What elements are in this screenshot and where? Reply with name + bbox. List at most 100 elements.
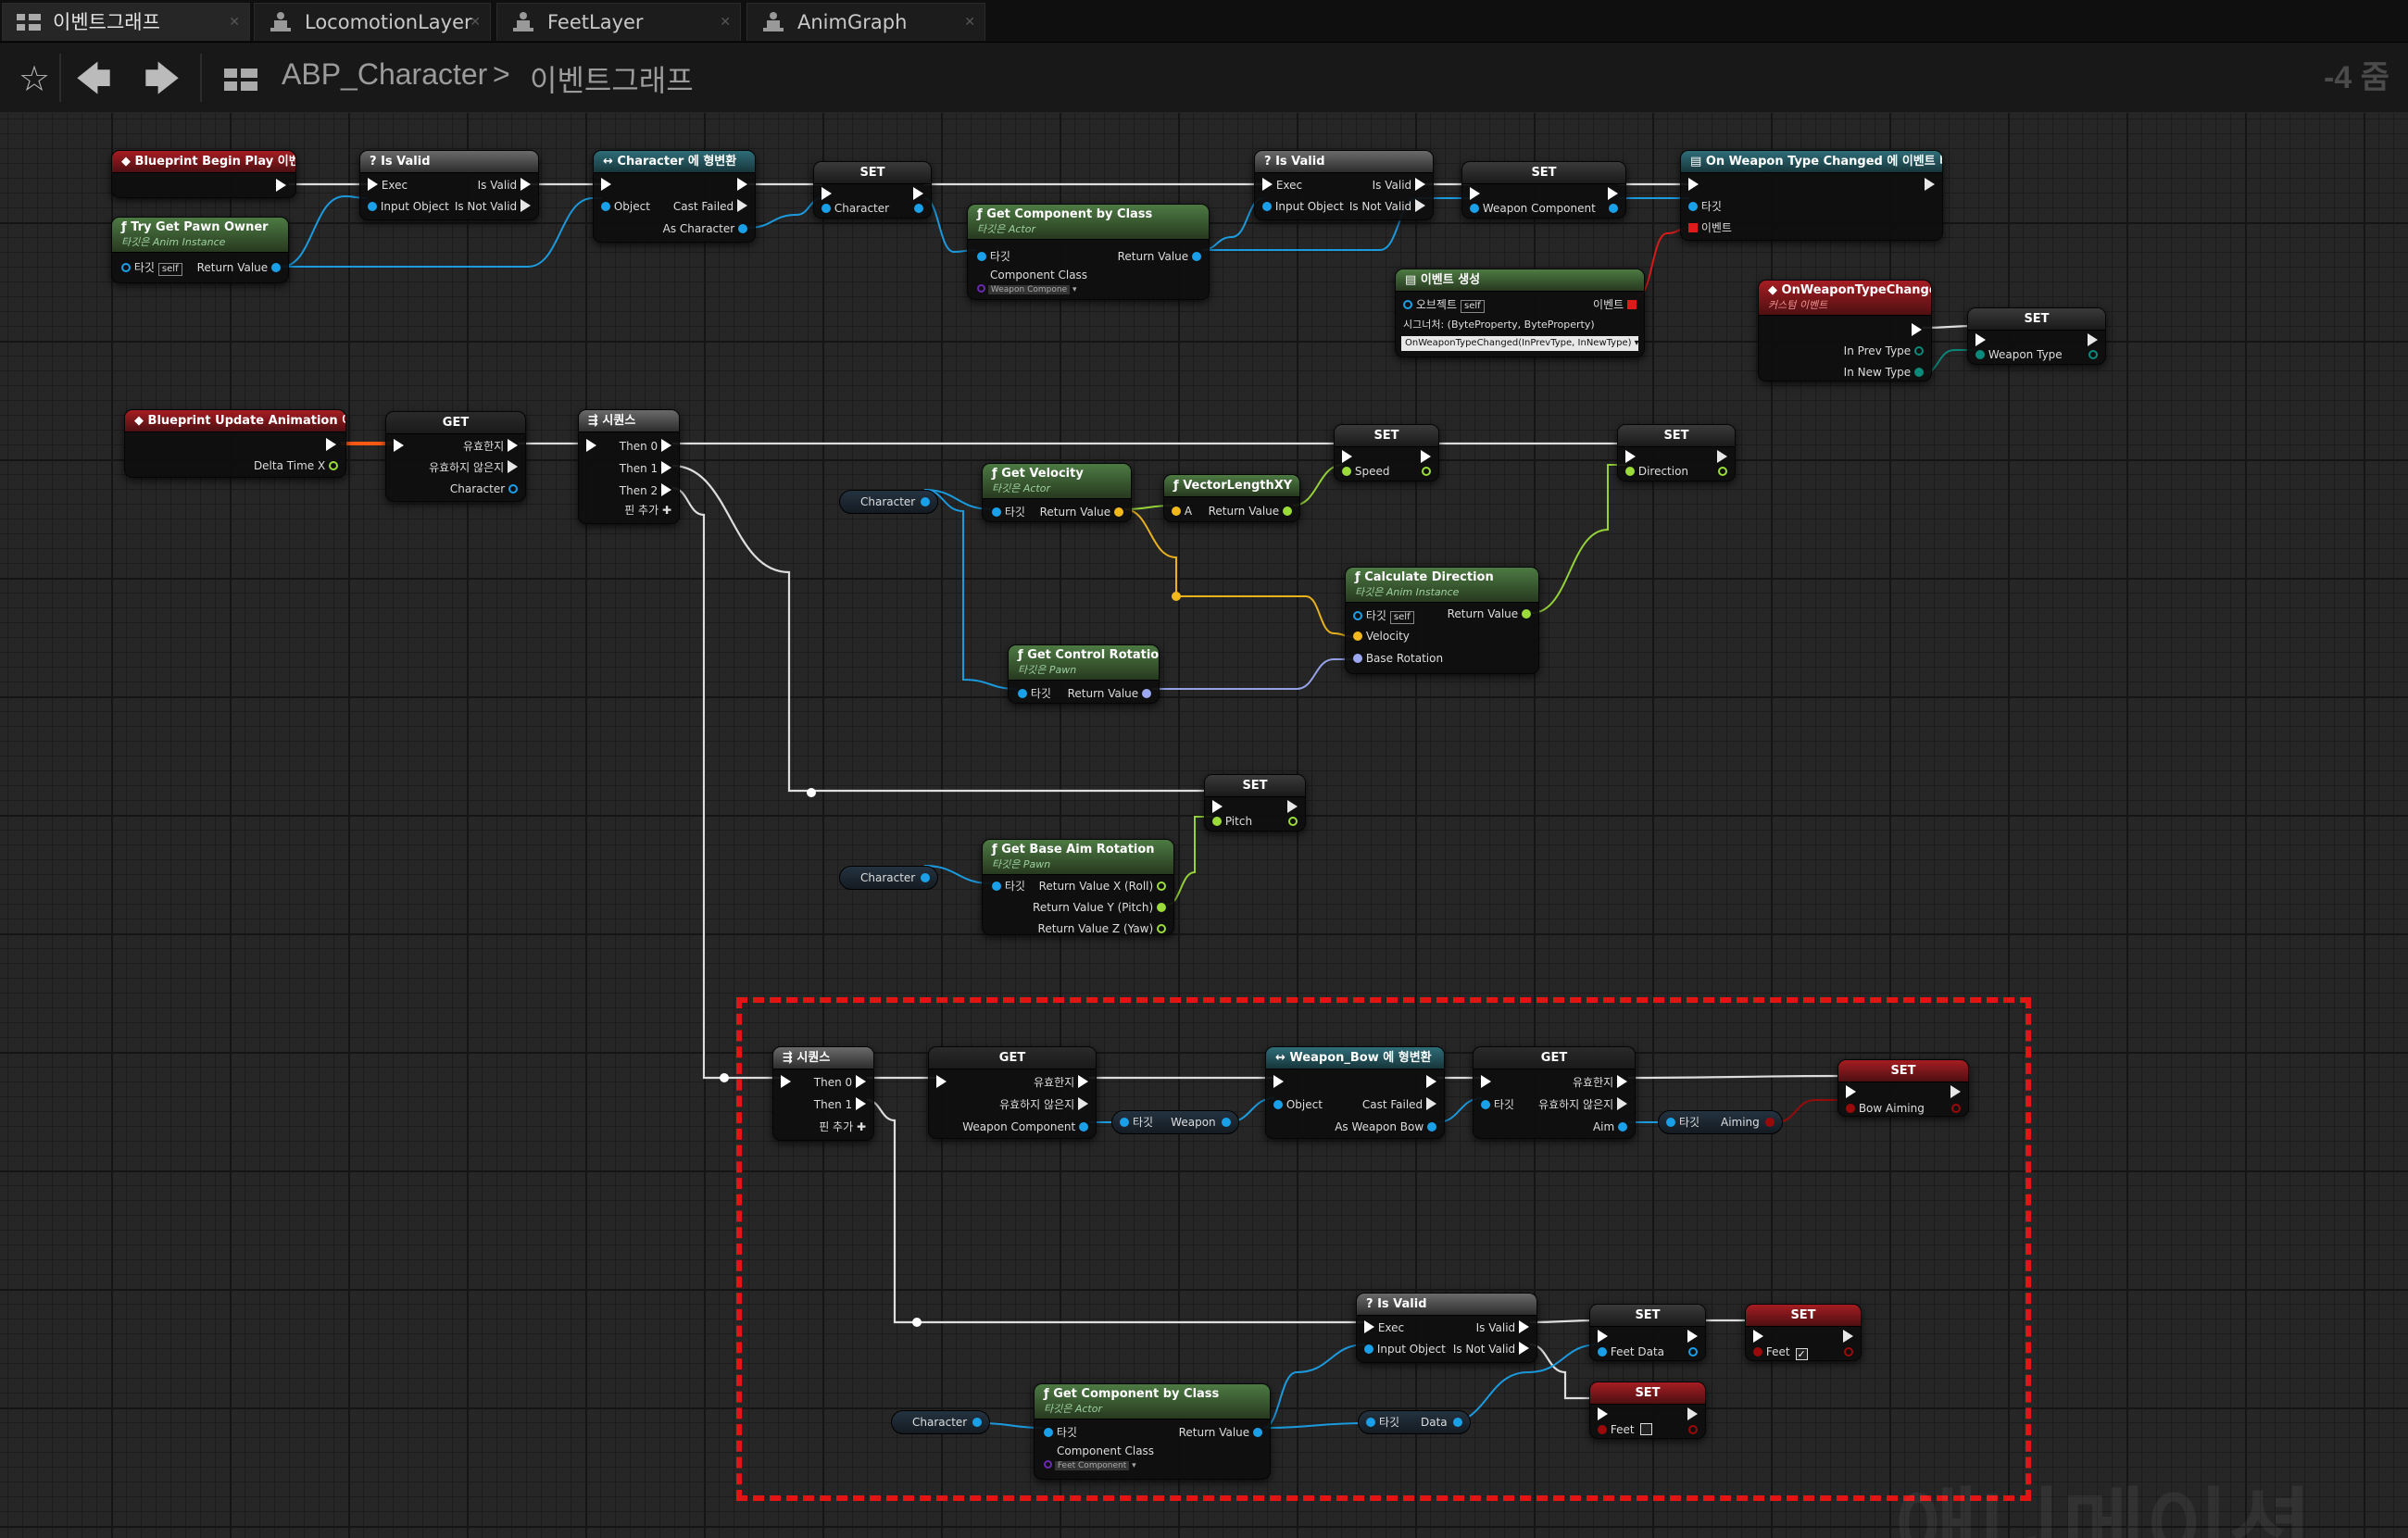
valid-pin[interactable]: 유효한지 (1573, 1075, 1627, 1090)
var-character[interactable]: Character (839, 866, 939, 890)
wire-object[interactable] (1262, 1422, 1368, 1429)
breadcrumb-root[interactable]: ABP_Character (282, 57, 488, 91)
in-new-type-pin[interactable]: In New Type (1844, 365, 1924, 380)
then-1-pin[interactable]: Then 1 (620, 461, 671, 476)
reroute-knot[interactable] (720, 1073, 729, 1082)
node-is-valid-1[interactable]: ? Is Valid Exec Input Object Is Valid Is… (359, 150, 539, 220)
exec-out-pin[interactable] (1421, 450, 1431, 465)
node-set-feet-false[interactable]: SET Feet (1589, 1382, 1706, 1439)
weapon-component-out-pin[interactable] (1609, 201, 1618, 216)
node-is-valid-3[interactable]: ? Is Valid Exec Input Object Is Valid Is… (1356, 1293, 1537, 1363)
target-pin[interactable]: 타깃 (1018, 686, 1051, 701)
feet-data-pin[interactable]: Feet Data (1598, 1344, 1664, 1359)
wire-exec[interactable] (1627, 1074, 1848, 1080)
return-pin[interactable]: Return Value (1040, 505, 1123, 519)
weapon-component-pin[interactable]: Weapon Component (962, 1119, 1088, 1134)
wire-object[interactable] (1446, 1344, 1599, 1424)
graph-canvas[interactable]: ◆ Blueprint Begin Play 이벤트 ƒ Try Get Paw… (0, 113, 2408, 1538)
exec-in-pin[interactable]: Exec (1262, 178, 1302, 193)
pitch-out-pin[interactable]: Return Value Y (Pitch) (1033, 900, 1166, 915)
exec-out-pin[interactable] (1950, 1085, 1961, 1100)
target-pin[interactable]: 타깃 (992, 505, 1025, 519)
weapon-type-out-pin[interactable] (2088, 347, 2098, 362)
close-icon[interactable]: ✕ (720, 15, 731, 30)
close-icon[interactable]: ✕ (964, 15, 975, 30)
node-update-animation[interactable]: ◆ Blueprint Update Animation 이벤트 Delta T… (124, 409, 346, 478)
cast-failed-pin[interactable]: Cast Failed (673, 199, 747, 214)
exec-out-pin[interactable] (1687, 1407, 1698, 1422)
not-valid-pin[interactable]: 유효하지 않은지 (999, 1097, 1088, 1112)
wire-object[interactable] (1201, 197, 1264, 251)
character-pin[interactable]: Character (821, 201, 889, 216)
node-set-weapon-type[interactable]: SET Weapon Type (1967, 307, 2106, 365)
component-class-select[interactable]: Feet Component ▾ (1044, 1458, 1136, 1473)
component-class-select[interactable]: Weapon Compone ▾ (977, 282, 1077, 297)
exec-in-pin[interactable] (821, 187, 832, 202)
wire-object[interactable] (923, 489, 1018, 690)
weapon-component-pin[interactable]: Weapon Component (1470, 201, 1596, 216)
target-pin[interactable]: 타깃 (992, 879, 1025, 894)
valid-pin[interactable]: 유효한지 (1034, 1075, 1088, 1090)
target-pin[interactable]: 타깃 (1688, 199, 1722, 214)
wire-float[interactable] (1531, 463, 1626, 614)
tab-locomotion-layer[interactable]: LocomotionLayer ✕ (254, 3, 491, 41)
then-1-pin[interactable]: Then 1 (814, 1097, 866, 1112)
reroute-knot[interactable] (807, 788, 816, 797)
wire-exec[interactable] (1529, 1343, 1599, 1400)
exec-out-pin[interactable] (913, 187, 923, 202)
wire-object[interactable] (1202, 197, 1471, 251)
pitch-pin[interactable]: Pitch (1212, 814, 1252, 829)
feet-checkbox-unchecked[interactable] (1639, 1423, 1652, 1435)
character-out-pin[interactable] (914, 201, 923, 216)
exec-in-pin[interactable] (1753, 1330, 1763, 1344)
not-valid-pin[interactable]: 유효하지 않은지 (429, 460, 518, 475)
exec-in-pin[interactable] (1975, 333, 1986, 348)
character-pin[interactable]: Character (450, 481, 518, 496)
exec-in-pin[interactable] (1625, 450, 1636, 465)
exec-in-pin[interactable]: Exec (1364, 1320, 1404, 1335)
feet-out-pin[interactable] (1688, 1422, 1698, 1437)
exec-in-pin[interactable] (1342, 450, 1352, 465)
exec-in-pin[interactable]: Exec (368, 178, 408, 193)
feet-data-out-pin[interactable] (1688, 1344, 1698, 1359)
tab-feet-layer[interactable]: FeetLayer ✕ (496, 3, 741, 41)
wire-exec[interactable] (866, 1098, 1365, 1324)
then-2-pin[interactable]: Then 2 (620, 483, 671, 498)
return-pin[interactable]: Return Value (197, 260, 281, 275)
node-begin-play[interactable]: ◆ Blueprint Begin Play 이벤트 (111, 150, 296, 198)
direction-pin[interactable]: Direction (1625, 464, 1688, 479)
input-object-pin[interactable]: Input Object (368, 199, 449, 214)
feet-out-pin[interactable] (1844, 1344, 1853, 1359)
wire-exec[interactable] (671, 486, 782, 1080)
tab-anim-graph[interactable]: AnimGraph ✕ (746, 3, 985, 41)
event-pin[interactable]: 이벤트 (1688, 220, 1732, 235)
exec-in-pin[interactable] (1212, 800, 1223, 815)
var-character[interactable]: Character (891, 1410, 991, 1434)
object-pin[interactable]: Object (1273, 1097, 1323, 1112)
target-pin[interactable]: 타깃 (1044, 1425, 1077, 1440)
node-get-weapon-component[interactable]: GET 유효한지 유효하지 않은지 Weapon Component (928, 1046, 1097, 1139)
exec-in-pin[interactable] (1470, 187, 1480, 202)
function-select[interactable]: OnWeaponTypeChanged(InPrevType, InNewTyp… (1401, 336, 1639, 351)
feet-pin[interactable]: Feet (1598, 1422, 1652, 1437)
exec-out-pin[interactable] (1608, 187, 1618, 202)
bow-aiming-pin[interactable]: Bow Aiming (1846, 1101, 1925, 1116)
input-object-pin[interactable]: Input Object (1262, 199, 1344, 214)
exec-out-pin[interactable] (1287, 800, 1298, 815)
is-valid-pin[interactable]: Is Valid (1476, 1320, 1529, 1335)
speed-pin[interactable]: Speed (1342, 464, 1389, 479)
feet-checkbox-checked[interactable]: ✓ (1795, 1348, 1808, 1360)
node-vector-length-xy[interactable]: ƒ VectorLengthXY A Return Value (1163, 474, 1300, 522)
return-pin[interactable]: Return Value (1118, 249, 1201, 264)
reroute-knot[interactable] (1172, 592, 1181, 601)
back-arrow-icon[interactable]: 🡄 (75, 58, 112, 99)
node-set-feet-data[interactable]: SET Feet Data (1589, 1304, 1706, 1361)
